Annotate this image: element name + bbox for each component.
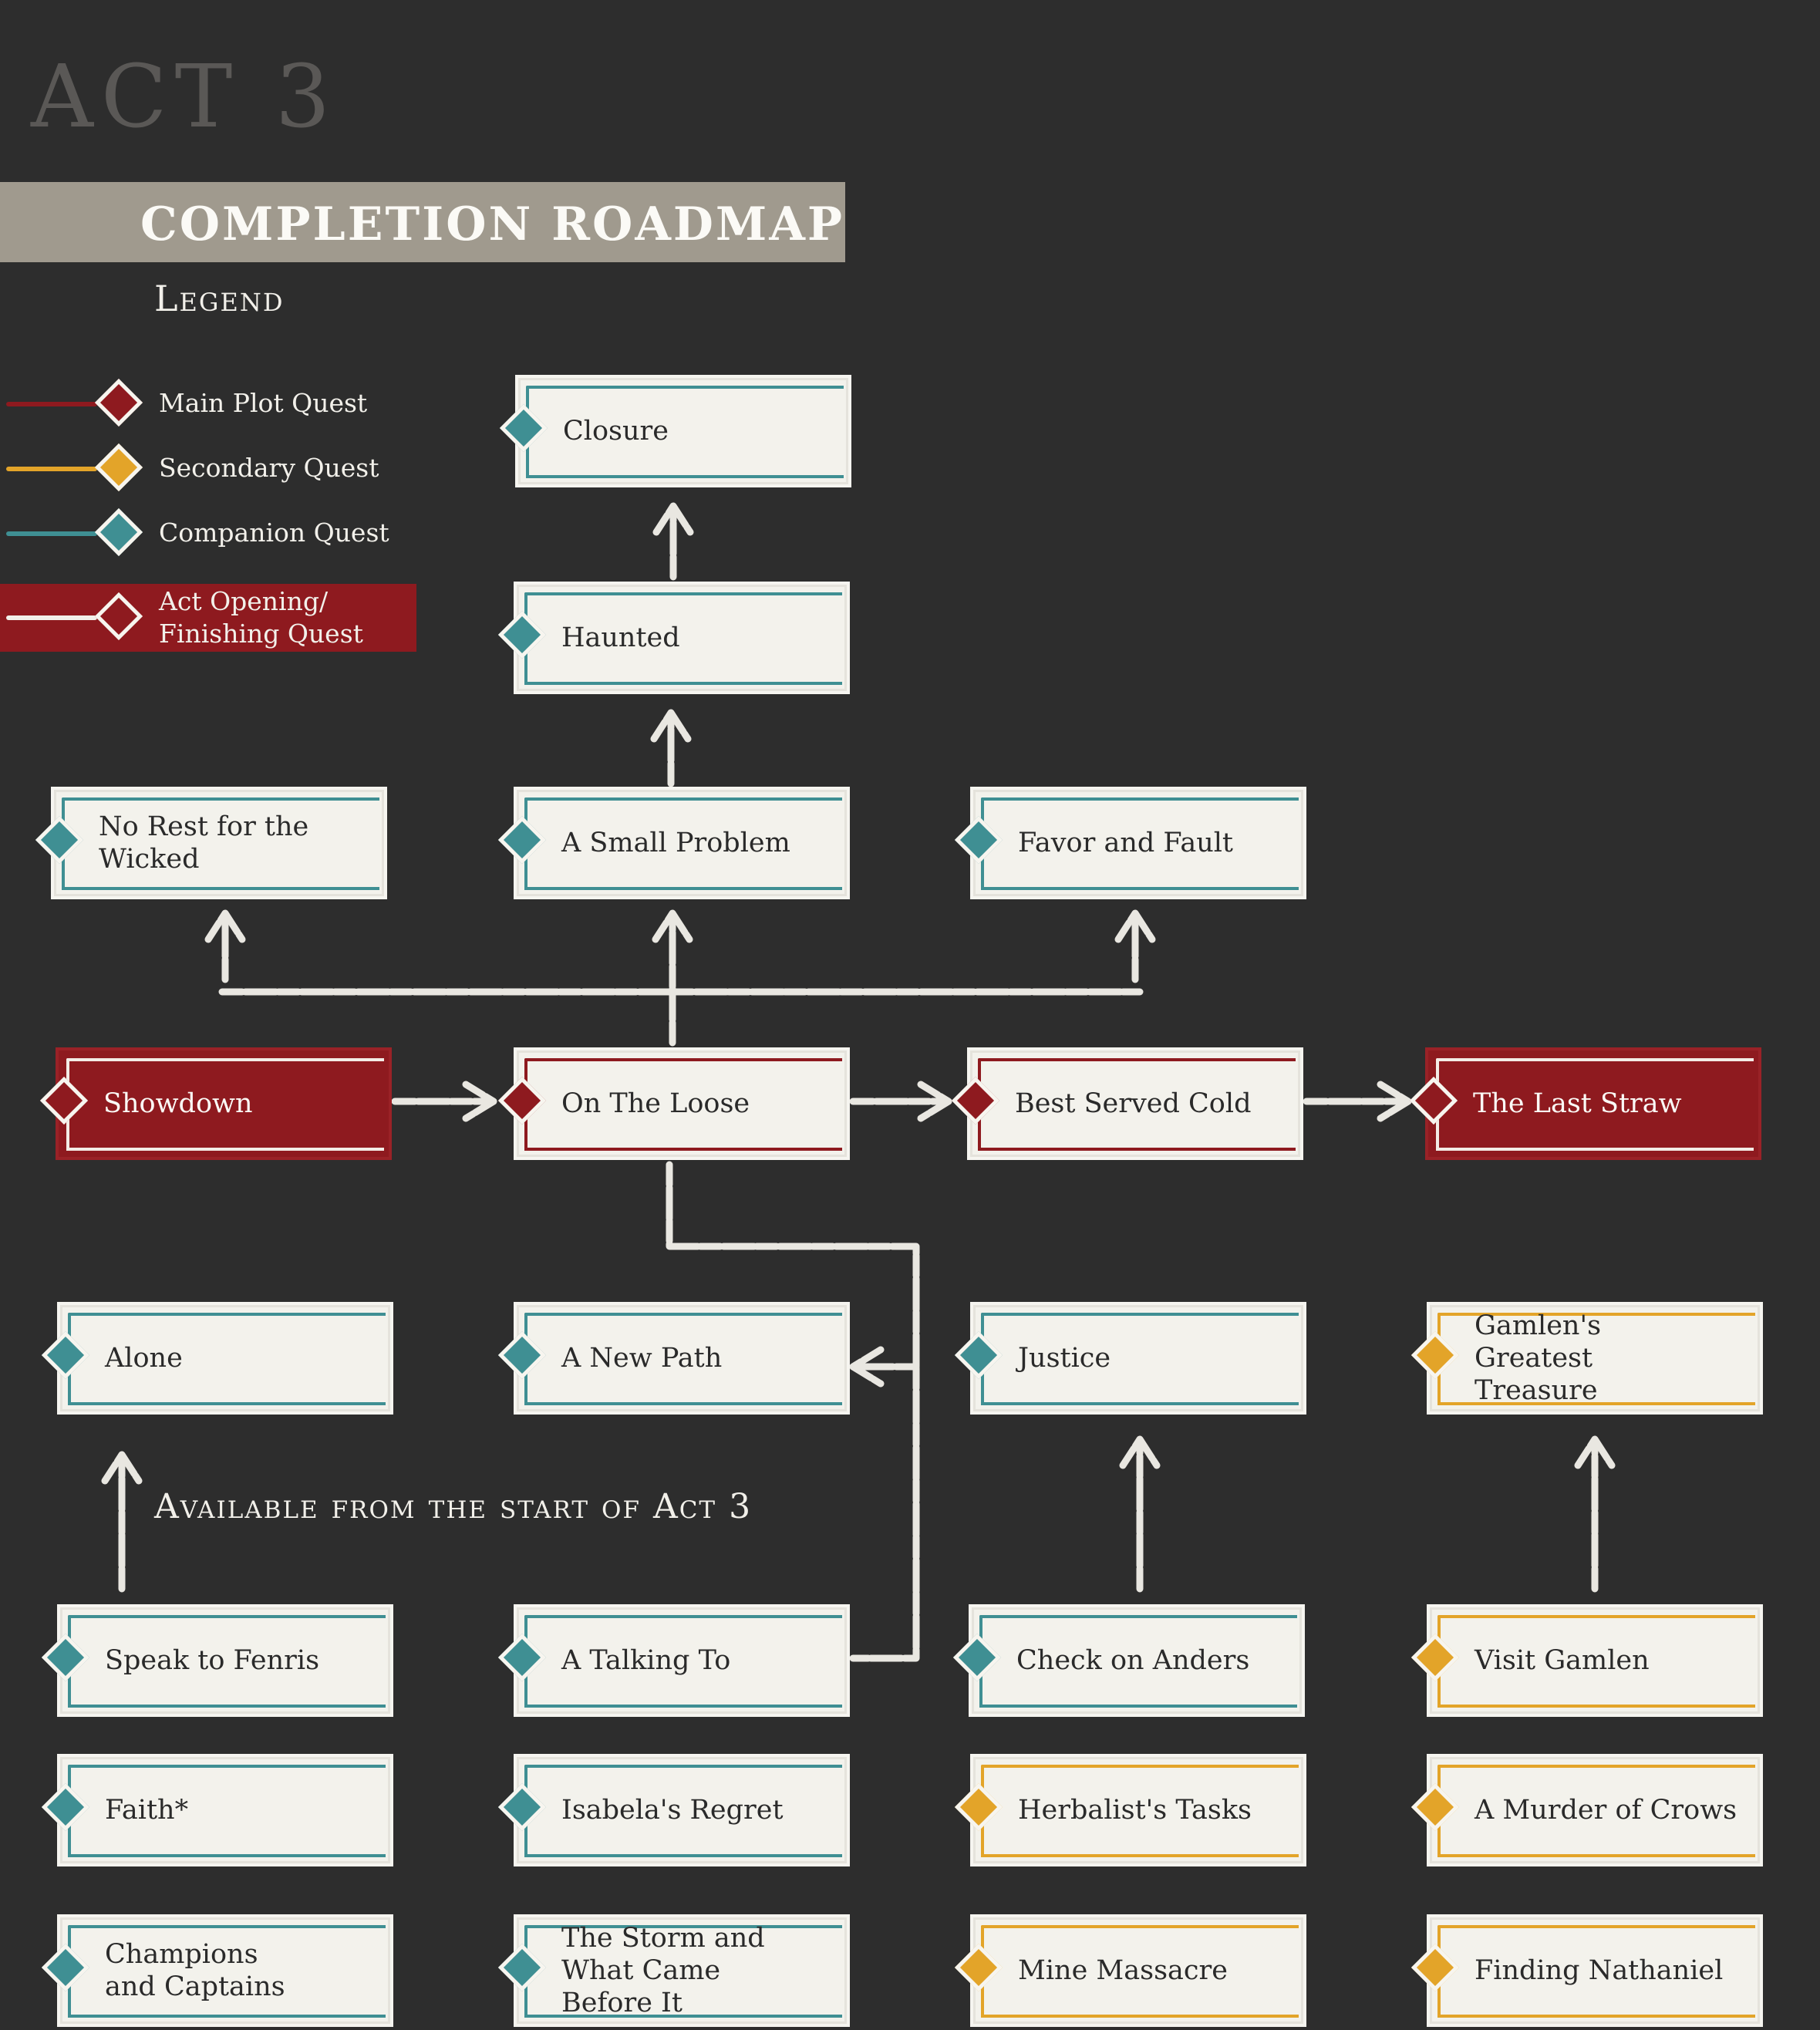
quest-label: Finding Nathaniel — [1475, 1955, 1724, 1986]
arrowhead — [917, 1081, 952, 1122]
quest-label: Gamlen's Greatest Treasure — [1475, 1310, 1602, 1406]
quest-check-anders[interactable]: Check on Anders — [952, 1604, 1305, 1717]
quest-visit-gamlen[interactable]: Visit Gamlen — [1410, 1604, 1763, 1717]
quest-label: Closure — [563, 416, 669, 447]
quest-last-straw[interactable]: The Last Straw — [1409, 1047, 1761, 1160]
quest-label: A Small Problem — [561, 828, 790, 858]
legend-label: Secondary Quest — [159, 453, 379, 483]
legend-label: Main Plot Quest — [159, 388, 368, 418]
quest-label: Showdown — [103, 1088, 253, 1119]
arrowhead — [1119, 1435, 1161, 1469]
roadmap-banner: COMPLETION ROADMAP — [0, 182, 845, 262]
banner-title: COMPLETION ROADMAP — [140, 197, 844, 251]
quest-finding-nathaniel[interactable]: Finding Nathaniel — [1410, 1914, 1763, 2027]
quest-talking-to[interactable]: A Talking To — [497, 1604, 850, 1717]
arrowhead — [204, 909, 246, 943]
quest-label: A Murder of Crows — [1475, 1795, 1737, 1826]
quest-favor-fault[interactable]: Favor and Fault — [954, 787, 1306, 899]
quest-showdown[interactable]: Showdown — [39, 1047, 392, 1160]
quest-label: A New Path — [561, 1343, 723, 1374]
legend-secondary-stroke — [6, 467, 97, 471]
legend-act-stroke — [6, 615, 97, 620]
quest-justice[interactable]: Justice — [954, 1302, 1306, 1415]
quest-speak-fenris[interactable]: Speak to Fenris — [41, 1604, 393, 1717]
legend-companion-stroke — [6, 531, 97, 536]
quest-label: Faith* — [105, 1795, 189, 1826]
quest-label: Herbalist's Tasks — [1018, 1795, 1252, 1826]
quest-label: The Last Straw — [1473, 1088, 1682, 1119]
quest-label: Best Served Cold — [1015, 1088, 1252, 1119]
quest-closure[interactable]: Closure — [499, 375, 851, 487]
quest-herbalist-tasks[interactable]: Herbalist's Tasks — [954, 1754, 1306, 1866]
legend-title: Legend — [154, 278, 285, 319]
quest-label: Favor and Fault — [1018, 828, 1233, 858]
quest-label: The Storm and What Came Before It — [561, 1923, 765, 2018]
quest-champions-captains[interactable]: Champions and Captains — [41, 1914, 393, 2027]
quest-storm-before[interactable]: The Storm and What Came Before It — [497, 1914, 850, 2027]
arrowhead — [849, 1346, 885, 1388]
legend-companion: Companion Quest — [0, 500, 416, 568]
quest-label: On The Loose — [561, 1088, 750, 1119]
quest-label: Alone — [105, 1343, 183, 1374]
arrowhead — [652, 909, 693, 943]
quest-label: No Rest for the Wicked — [99, 811, 309, 875]
quest-label: Haunted — [561, 622, 680, 653]
quest-best-served-cold[interactable]: Best Served Cold — [951, 1047, 1303, 1160]
available-from-start-label: Available from the start of Act 3 — [154, 1487, 753, 1526]
quest-label: Check on Anders — [1016, 1645, 1250, 1676]
quest-on-the-loose[interactable]: On The Loose — [497, 1047, 850, 1160]
act-title: ACT 3 — [31, 47, 339, 147]
arrowhead — [462, 1081, 497, 1122]
quest-no-rest-wicked[interactable]: No Rest for the Wicked — [35, 787, 387, 899]
legend-main-stroke — [6, 402, 97, 406]
quest-small-problem[interactable]: A Small Problem — [497, 787, 850, 899]
arrowhead — [1574, 1435, 1616, 1469]
quest-label: Champions and Captains — [105, 1939, 285, 2002]
quest-gamlen-treasure[interactable]: Gamlen's Greatest Treasure — [1410, 1302, 1763, 1415]
quest-isabela-regret[interactable]: Isabela's Regret — [497, 1754, 850, 1866]
quest-label: Justice — [1018, 1343, 1111, 1374]
legend-act-quest: Act Opening/ Finishing Quest — [0, 584, 416, 652]
quest-label: Mine Massacre — [1018, 1955, 1228, 1986]
quest-label: Speak to Fenris — [105, 1645, 320, 1676]
quest-murder-crows[interactable]: A Murder of Crows — [1410, 1754, 1763, 1866]
quest-haunted[interactable]: Haunted — [497, 582, 850, 694]
arrowhead — [650, 709, 692, 743]
quest-faith[interactable]: Faith* — [41, 1754, 393, 1866]
legend-main-plot: Main Plot Quest — [0, 370, 416, 438]
quest-label: Visit Gamlen — [1475, 1645, 1650, 1676]
quest-alone[interactable]: Alone — [41, 1302, 393, 1415]
arrowhead — [652, 502, 694, 536]
quest-mine-massacre[interactable]: Mine Massacre — [954, 1914, 1306, 2027]
quest-new-path[interactable]: A New Path — [497, 1302, 850, 1415]
legend-label: Companion Quest — [159, 518, 389, 548]
quest-label: Isabela's Regret — [561, 1795, 784, 1826]
legend-secondary: Secondary Quest — [0, 435, 416, 503]
loop-loose-talking — [666, 1161, 920, 1662]
legend-label: Act Opening/ Finishing Quest — [159, 586, 363, 649]
arrowhead — [1377, 1081, 1412, 1122]
arrowhead — [1114, 909, 1156, 943]
quest-label: A Talking To — [561, 1645, 731, 1676]
arrowhead — [101, 1451, 143, 1485]
